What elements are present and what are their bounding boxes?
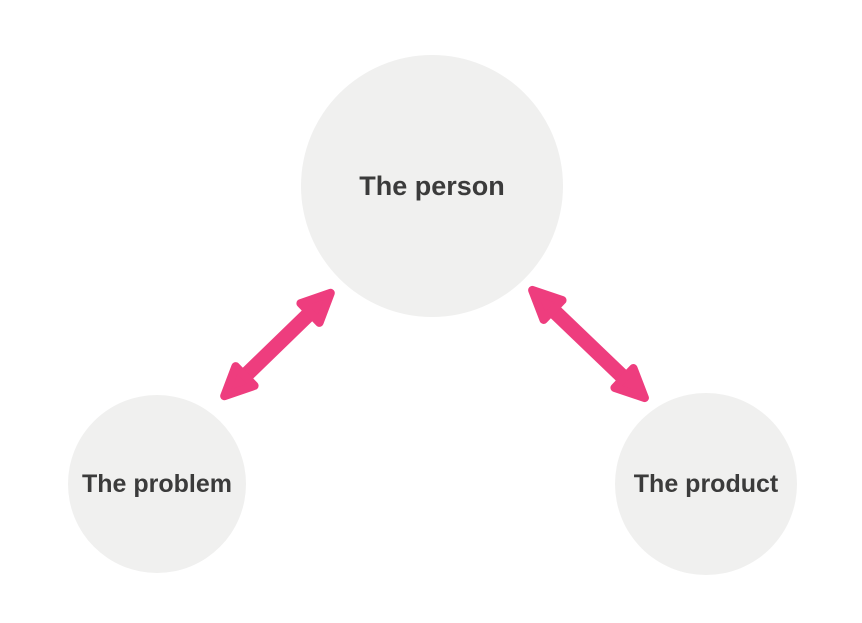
node-problem-label: The problem	[81, 469, 232, 498]
connector-problem-person	[220, 288, 335, 401]
connector-person-product	[528, 285, 649, 403]
node-person-label: The person	[359, 170, 505, 201]
node-product: The product	[615, 393, 797, 575]
node-product-label: The product	[633, 469, 779, 498]
node-person: The person	[301, 55, 563, 317]
node-problem: The problem	[68, 395, 246, 573]
